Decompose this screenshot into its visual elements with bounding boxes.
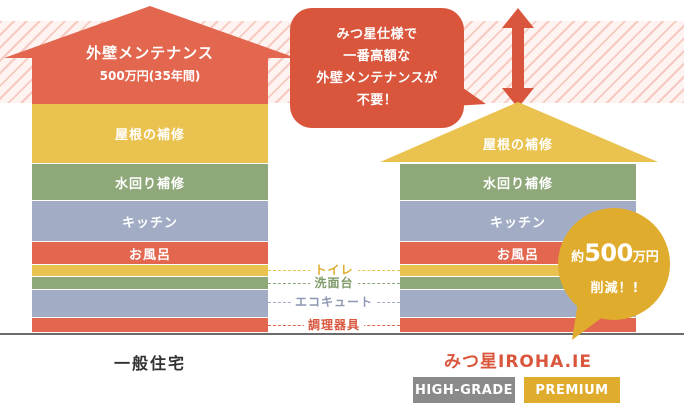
speech-bubble-text: みつ星仕様で 一番高額な 外壁メンテナンスが 不要！: [290, 24, 464, 112]
right-block-kitchen-label: キッチン: [489, 215, 546, 231]
double-arrow-icon: [502, 8, 534, 108]
left-block-bath: お風呂: [32, 242, 268, 264]
left-roof-title: 外壁メンテナンス: [86, 44, 214, 62]
center-label-toilet: トイレ: [274, 261, 394, 278]
speech-bubble: [290, 8, 486, 128]
center-label-sink: 洗面台: [274, 274, 394, 291]
left-block-kitchen: キッチン: [32, 201, 268, 241]
savings-badge-text: 約500万円 削減！!: [560, 240, 670, 296]
speech-line-2: 一番高額な: [343, 49, 411, 64]
right-house-roof: [380, 102, 658, 162]
left-block-roof-repair: 屋根の補修: [32, 104, 268, 163]
badge-line-2: 削減！!: [590, 281, 640, 296]
left-block-sink: [32, 277, 268, 289]
left-block-toilet: [32, 265, 268, 276]
left-roof-subtitle: 500万円(35年間): [99, 69, 201, 83]
left-block-bath-label: お風呂: [128, 247, 171, 263]
right-block-toilet: [400, 265, 636, 276]
badge-unit: 万円: [632, 250, 659, 265]
center-label-sink-text: 洗面台: [310, 276, 358, 290]
right-roof-label: 屋根の補修: [482, 138, 553, 153]
right-block-water-repair-label: 水回り補修: [482, 176, 553, 192]
center-label-ecocute: エコキュート: [274, 293, 394, 310]
left-block-water-repair: 水回り補修: [32, 164, 268, 200]
center-label-cooking-text: 調理器具: [303, 318, 364, 332]
center-label-cooking: 調理器具: [274, 316, 394, 333]
tag-high-grade: HIGH-GRADE: [413, 377, 515, 403]
brand-name: みつ星IROHA.IE: [444, 352, 592, 372]
left-house-name: 一般住宅: [113, 354, 186, 373]
left-block-cooking: [32, 318, 268, 332]
right-block-water-repair: 水回り補修: [400, 164, 636, 200]
left-block-water-repair-label: 水回り補修: [114, 176, 185, 192]
left-block-ecocute: [32, 290, 268, 317]
ground-line: [0, 333, 684, 335]
badge-prefix: 約: [571, 250, 585, 265]
right-block-bath-label: お風呂: [496, 247, 539, 263]
speech-line-1: みつ星仕様で: [336, 27, 418, 42]
speech-line-4: 不要！: [356, 93, 398, 108]
left-block-kitchen-label: キッチン: [121, 215, 178, 231]
tag-premium: PREMIUM: [524, 377, 620, 403]
center-label-toilet-text: トイレ: [310, 263, 358, 277]
badge-amount: 500: [584, 239, 633, 267]
savings-badge: [558, 208, 670, 340]
left-block-roof-repair-label: 屋根の補修: [114, 128, 185, 143]
speech-line-3: 外壁メンテナンスが: [316, 71, 438, 86]
left-house-roof: [4, 6, 296, 104]
center-label-ecocute-text: エコキュート: [290, 295, 377, 309]
